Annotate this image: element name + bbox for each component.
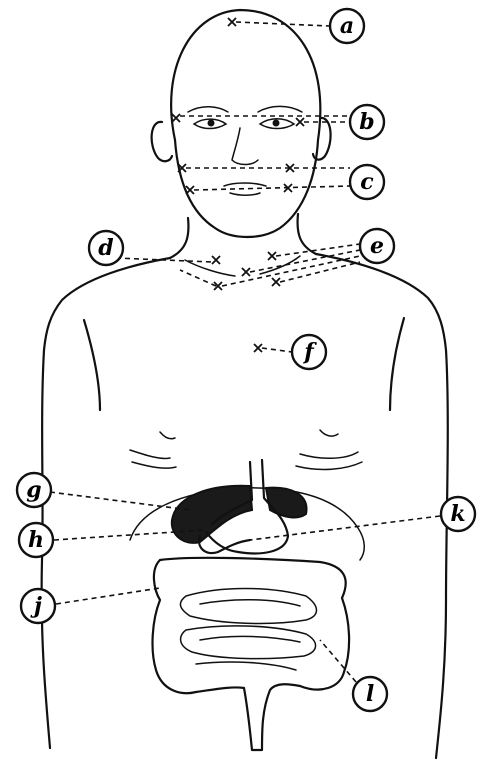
label-h: h bbox=[19, 523, 53, 557]
collarbones bbox=[185, 256, 300, 276]
eyes bbox=[194, 119, 294, 129]
ribcage-lines bbox=[130, 430, 362, 469]
svg-text:h: h bbox=[28, 527, 44, 553]
svg-text:a: a bbox=[340, 13, 354, 39]
svg-text:c: c bbox=[360, 169, 374, 195]
right-ear bbox=[313, 118, 331, 160]
label-l: l bbox=[353, 677, 387, 711]
label-c: c bbox=[350, 165, 384, 199]
label-g: g bbox=[17, 473, 51, 507]
label-f: f bbox=[292, 335, 326, 369]
rectum bbox=[244, 684, 300, 750]
small-intestine bbox=[153, 558, 350, 693]
nose bbox=[232, 128, 258, 165]
label-j: j bbox=[21, 589, 55, 623]
svg-text:e: e bbox=[370, 233, 384, 259]
svg-text:g: g bbox=[26, 477, 41, 503]
eyebrows bbox=[188, 106, 302, 112]
svg-text:b: b bbox=[359, 109, 374, 135]
point-markers bbox=[172, 18, 304, 352]
label-b: b bbox=[350, 105, 384, 139]
svg-text:k: k bbox=[450, 501, 465, 527]
liver-shape bbox=[172, 486, 307, 543]
svg-text:d: d bbox=[98, 235, 113, 261]
label-d: d bbox=[89, 231, 123, 265]
label-e: e bbox=[360, 229, 394, 263]
left-ear bbox=[152, 122, 172, 161]
label-k: k bbox=[441, 497, 475, 531]
label-a: a bbox=[330, 9, 364, 43]
svg-text:l: l bbox=[366, 681, 374, 707]
